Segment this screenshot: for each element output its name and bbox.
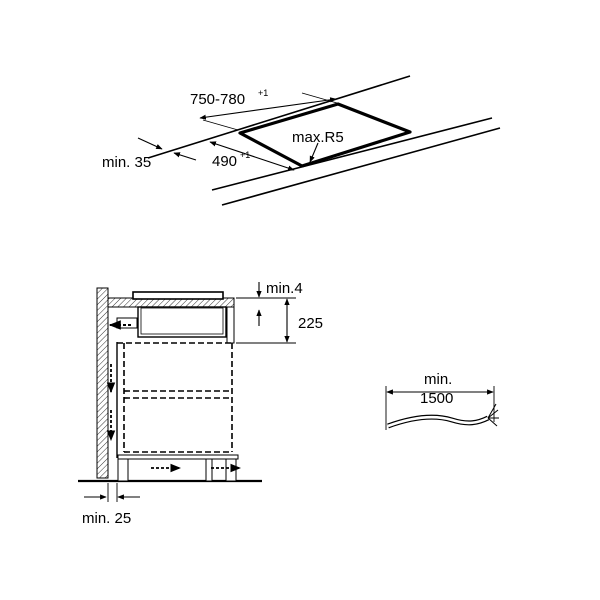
height-label: 225 <box>298 315 323 332</box>
depth-tolerance: +1 <box>240 150 250 160</box>
wall <box>96 287 109 479</box>
plinth-back <box>117 458 129 482</box>
plinth-top <box>117 454 239 460</box>
cable-wire-2 <box>487 409 499 419</box>
width-tolerance: +1 <box>258 88 268 98</box>
hob-body-inner <box>140 307 224 335</box>
radius-label: max.R5 <box>292 129 344 146</box>
front-panel <box>226 306 235 344</box>
radius-leader <box>309 142 319 163</box>
depth-dimension-arrow <box>209 141 295 171</box>
cable-label-line1: min. <box>424 371 452 388</box>
gap-label: min.4 <box>266 280 303 297</box>
cabinet-section: min.4 225 min. 25 <box>78 280 323 527</box>
width-ext-left <box>202 119 239 131</box>
depth-label: 490 <box>212 153 237 170</box>
plinth-front <box>225 458 237 482</box>
cutout-view: 750-780 +1 490 +1 min. 35 max.R5 <box>102 75 501 206</box>
fan-outlet <box>116 317 138 329</box>
power-cable-core <box>387 415 489 428</box>
wall-gap-label: min. 25 <box>82 510 131 527</box>
edge-label: min. 35 <box>102 154 151 171</box>
worktop-front-edge <box>211 117 493 191</box>
cable-wire-4 <box>487 417 498 427</box>
cable-length-view: min. 1500 <box>385 371 499 430</box>
worktop-front-edge-lower <box>221 127 501 206</box>
width-dimension-arrow <box>199 97 337 120</box>
width-label: 750-780 <box>190 91 245 108</box>
width-ext-right <box>301 92 338 104</box>
edge-dim-arrow-left <box>137 137 163 150</box>
cable-label-line2: 1500 <box>420 390 453 407</box>
hob-body <box>137 306 227 338</box>
hob-glass <box>132 291 224 300</box>
plinth-mid <box>205 458 213 482</box>
cable-wire-1 <box>487 403 497 419</box>
edge-dim-arrow-right <box>173 152 197 161</box>
